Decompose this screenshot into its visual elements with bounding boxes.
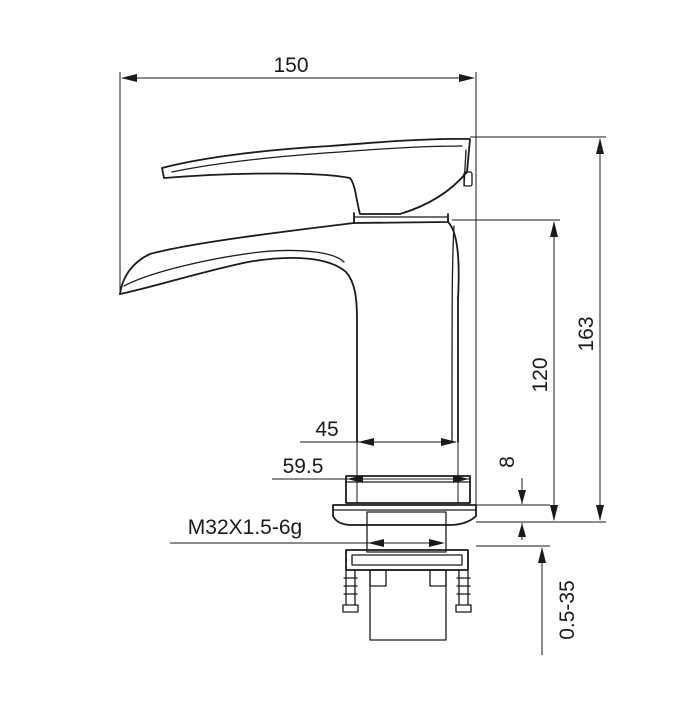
dimension-label-0-5-35: 0.5-35	[556, 580, 579, 640]
dimension-overall-width: 150	[119, 54, 477, 505]
mounting-hardware	[342, 511, 472, 641]
dimension-label-59-5: 59.5	[283, 455, 324, 478]
dimension-outer-base-width: 59.5	[272, 455, 470, 483]
faucet-body	[119, 212, 460, 443]
dimension-label-45: 45	[315, 418, 338, 441]
dimension-label-120: 120	[529, 357, 552, 392]
dimension-inner-base-width: 45	[300, 418, 459, 505]
dimension-spout-height: 120	[452, 219, 560, 521]
dimension-label-8: 8	[496, 456, 519, 468]
dimension-deck-thickness: 0.5-35	[476, 545, 579, 655]
dimension-label-163: 163	[575, 316, 598, 351]
thread-spec-callout: M32X1.5-6g	[170, 516, 445, 547]
dimension-label-150: 150	[273, 54, 308, 77]
thread-spec-label: M32X1.5-6g	[188, 516, 302, 539]
dimension-base-thickness: 8	[476, 456, 550, 540]
dimension-overall-height: 163	[470, 136, 606, 523]
base-flange	[332, 475, 477, 526]
faucet-handle	[161, 137, 473, 215]
